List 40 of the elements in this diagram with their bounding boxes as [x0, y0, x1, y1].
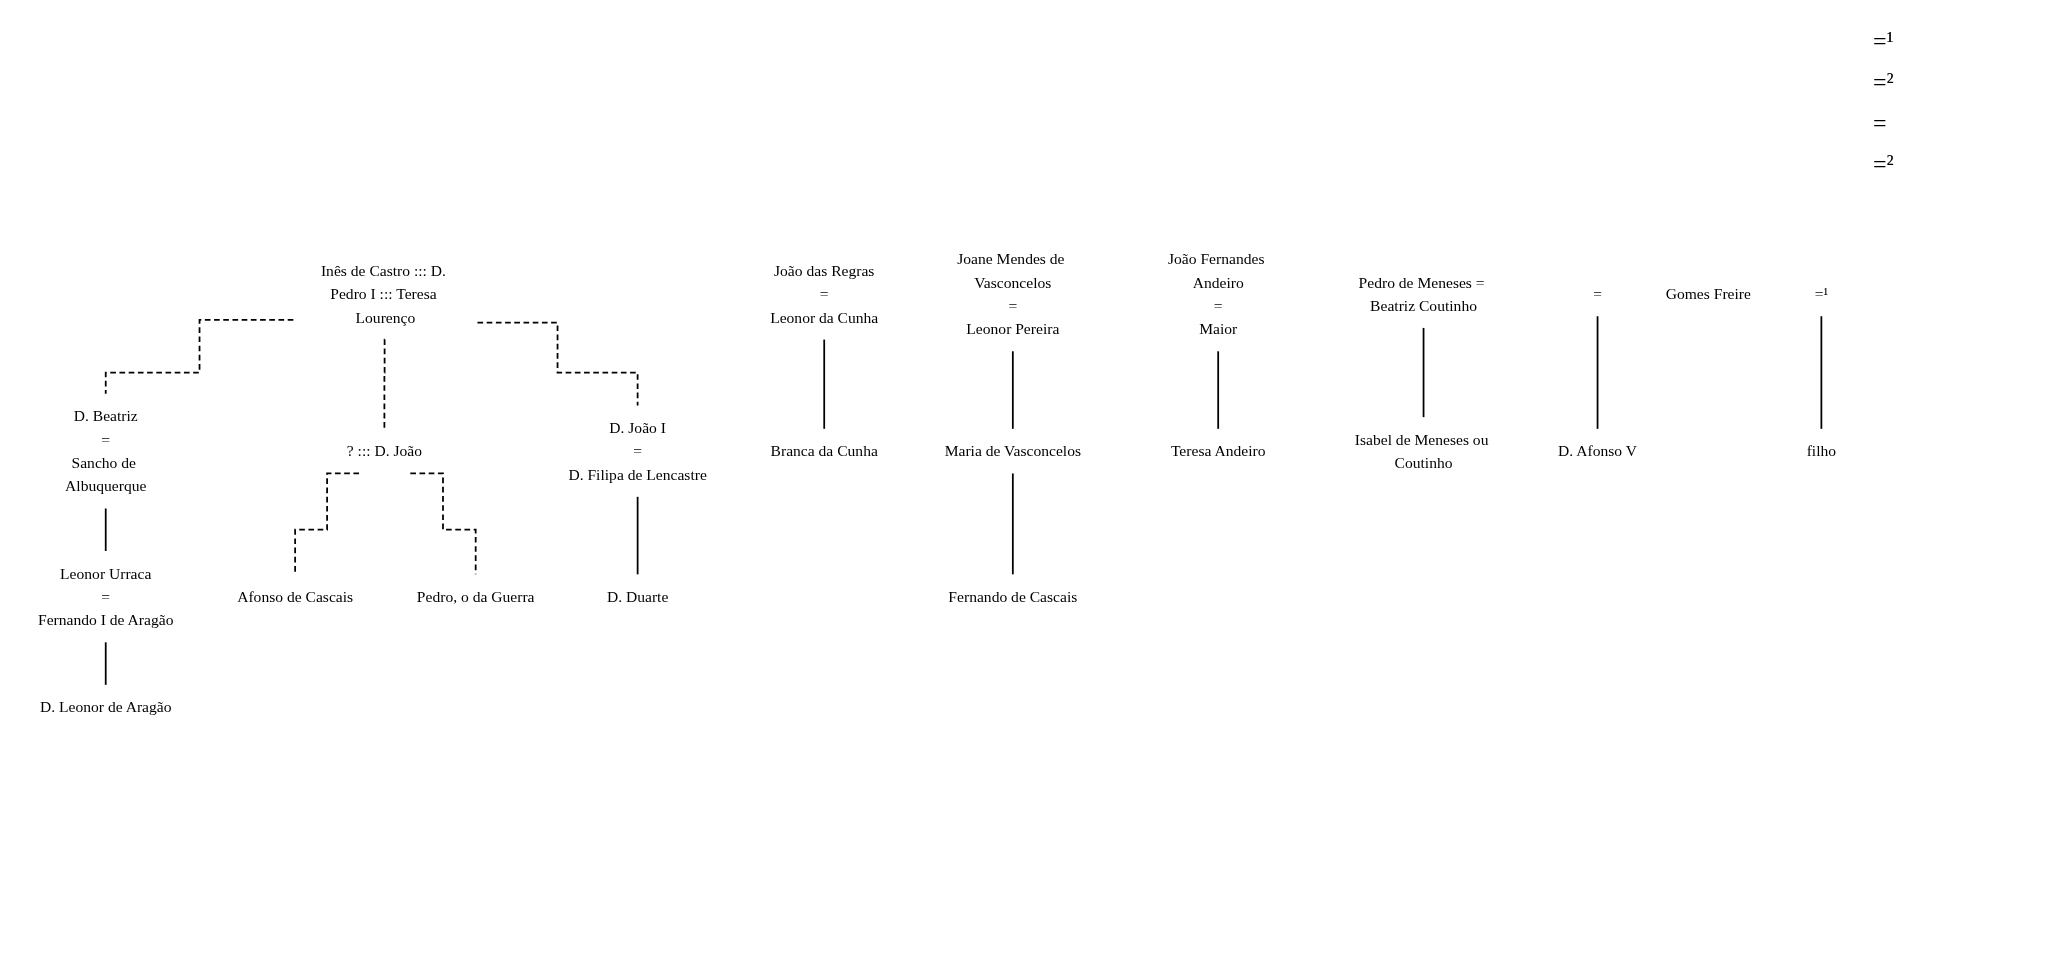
person-name: Branca da Cunha [770, 442, 878, 460]
descent-line [823, 338, 826, 430]
person-name: Joane Mendes de Vasconcelos = Leonor Pereira [957, 250, 1065, 338]
person-name: = [1593, 285, 1602, 303]
person-name: João das Regras = Leonor da Cunha [770, 261, 879, 327]
person-name: D. João I = D. Filipa de Lencastre [568, 418, 707, 484]
descent-line [1820, 315, 1823, 430]
descent-line [1217, 350, 1220, 430]
person-name: Leonor Urraca = Fernando I de Aragão [38, 564, 174, 629]
person-name: Pedro de Meneses = Beatriz Coutinho [1358, 273, 1485, 315]
descent-line [383, 338, 386, 430]
person-name: D. Beatriz = Sancho de Albuquerque [65, 407, 147, 496]
descent-line [1596, 315, 1599, 430]
person-name: Teresa Andeiro [1170, 442, 1266, 460]
person-name: Afonso de Cascais [237, 587, 354, 606]
person-name: Maria de Vasconcelos [944, 442, 1082, 460]
person-name: filho [1806, 442, 1837, 460]
person-name: ? ::: D. João [346, 442, 423, 460]
person-name: Pedro, o da Guerra [416, 587, 535, 606]
descent-line [104, 641, 107, 686]
descent-line [104, 507, 107, 552]
person-name: D. Duarte [606, 587, 669, 606]
descent-line [1011, 472, 1014, 576]
marriage-sign: =¹ [1873, 28, 1895, 55]
descent-line [476, 321, 639, 407]
person-name: João Fernandes Andeiro = Maior [1168, 250, 1265, 338]
person-name: Isabel de Meneses ou Coutinho [1354, 430, 1489, 472]
descent-line [104, 318, 295, 395]
person-name: Fernando de Cascais [948, 587, 1078, 606]
person-name: D. Leonor de Aragão [39, 698, 172, 716]
marriage-sign: = [1873, 110, 1888, 137]
marriage-sign: =² [1873, 151, 1895, 178]
person-name: =¹ [1814, 285, 1829, 303]
person-name: Gomes Freire [1665, 285, 1751, 303]
marriage-sign: =² [1873, 69, 1895, 96]
descent-line [636, 495, 639, 576]
descent-line [1011, 350, 1014, 430]
descent-line [1422, 327, 1425, 419]
person-name: Inês de Castro ::: D. Pedro I ::: Teresa Lourenço [320, 261, 446, 327]
person-name: D. Afonso V [1558, 442, 1637, 460]
